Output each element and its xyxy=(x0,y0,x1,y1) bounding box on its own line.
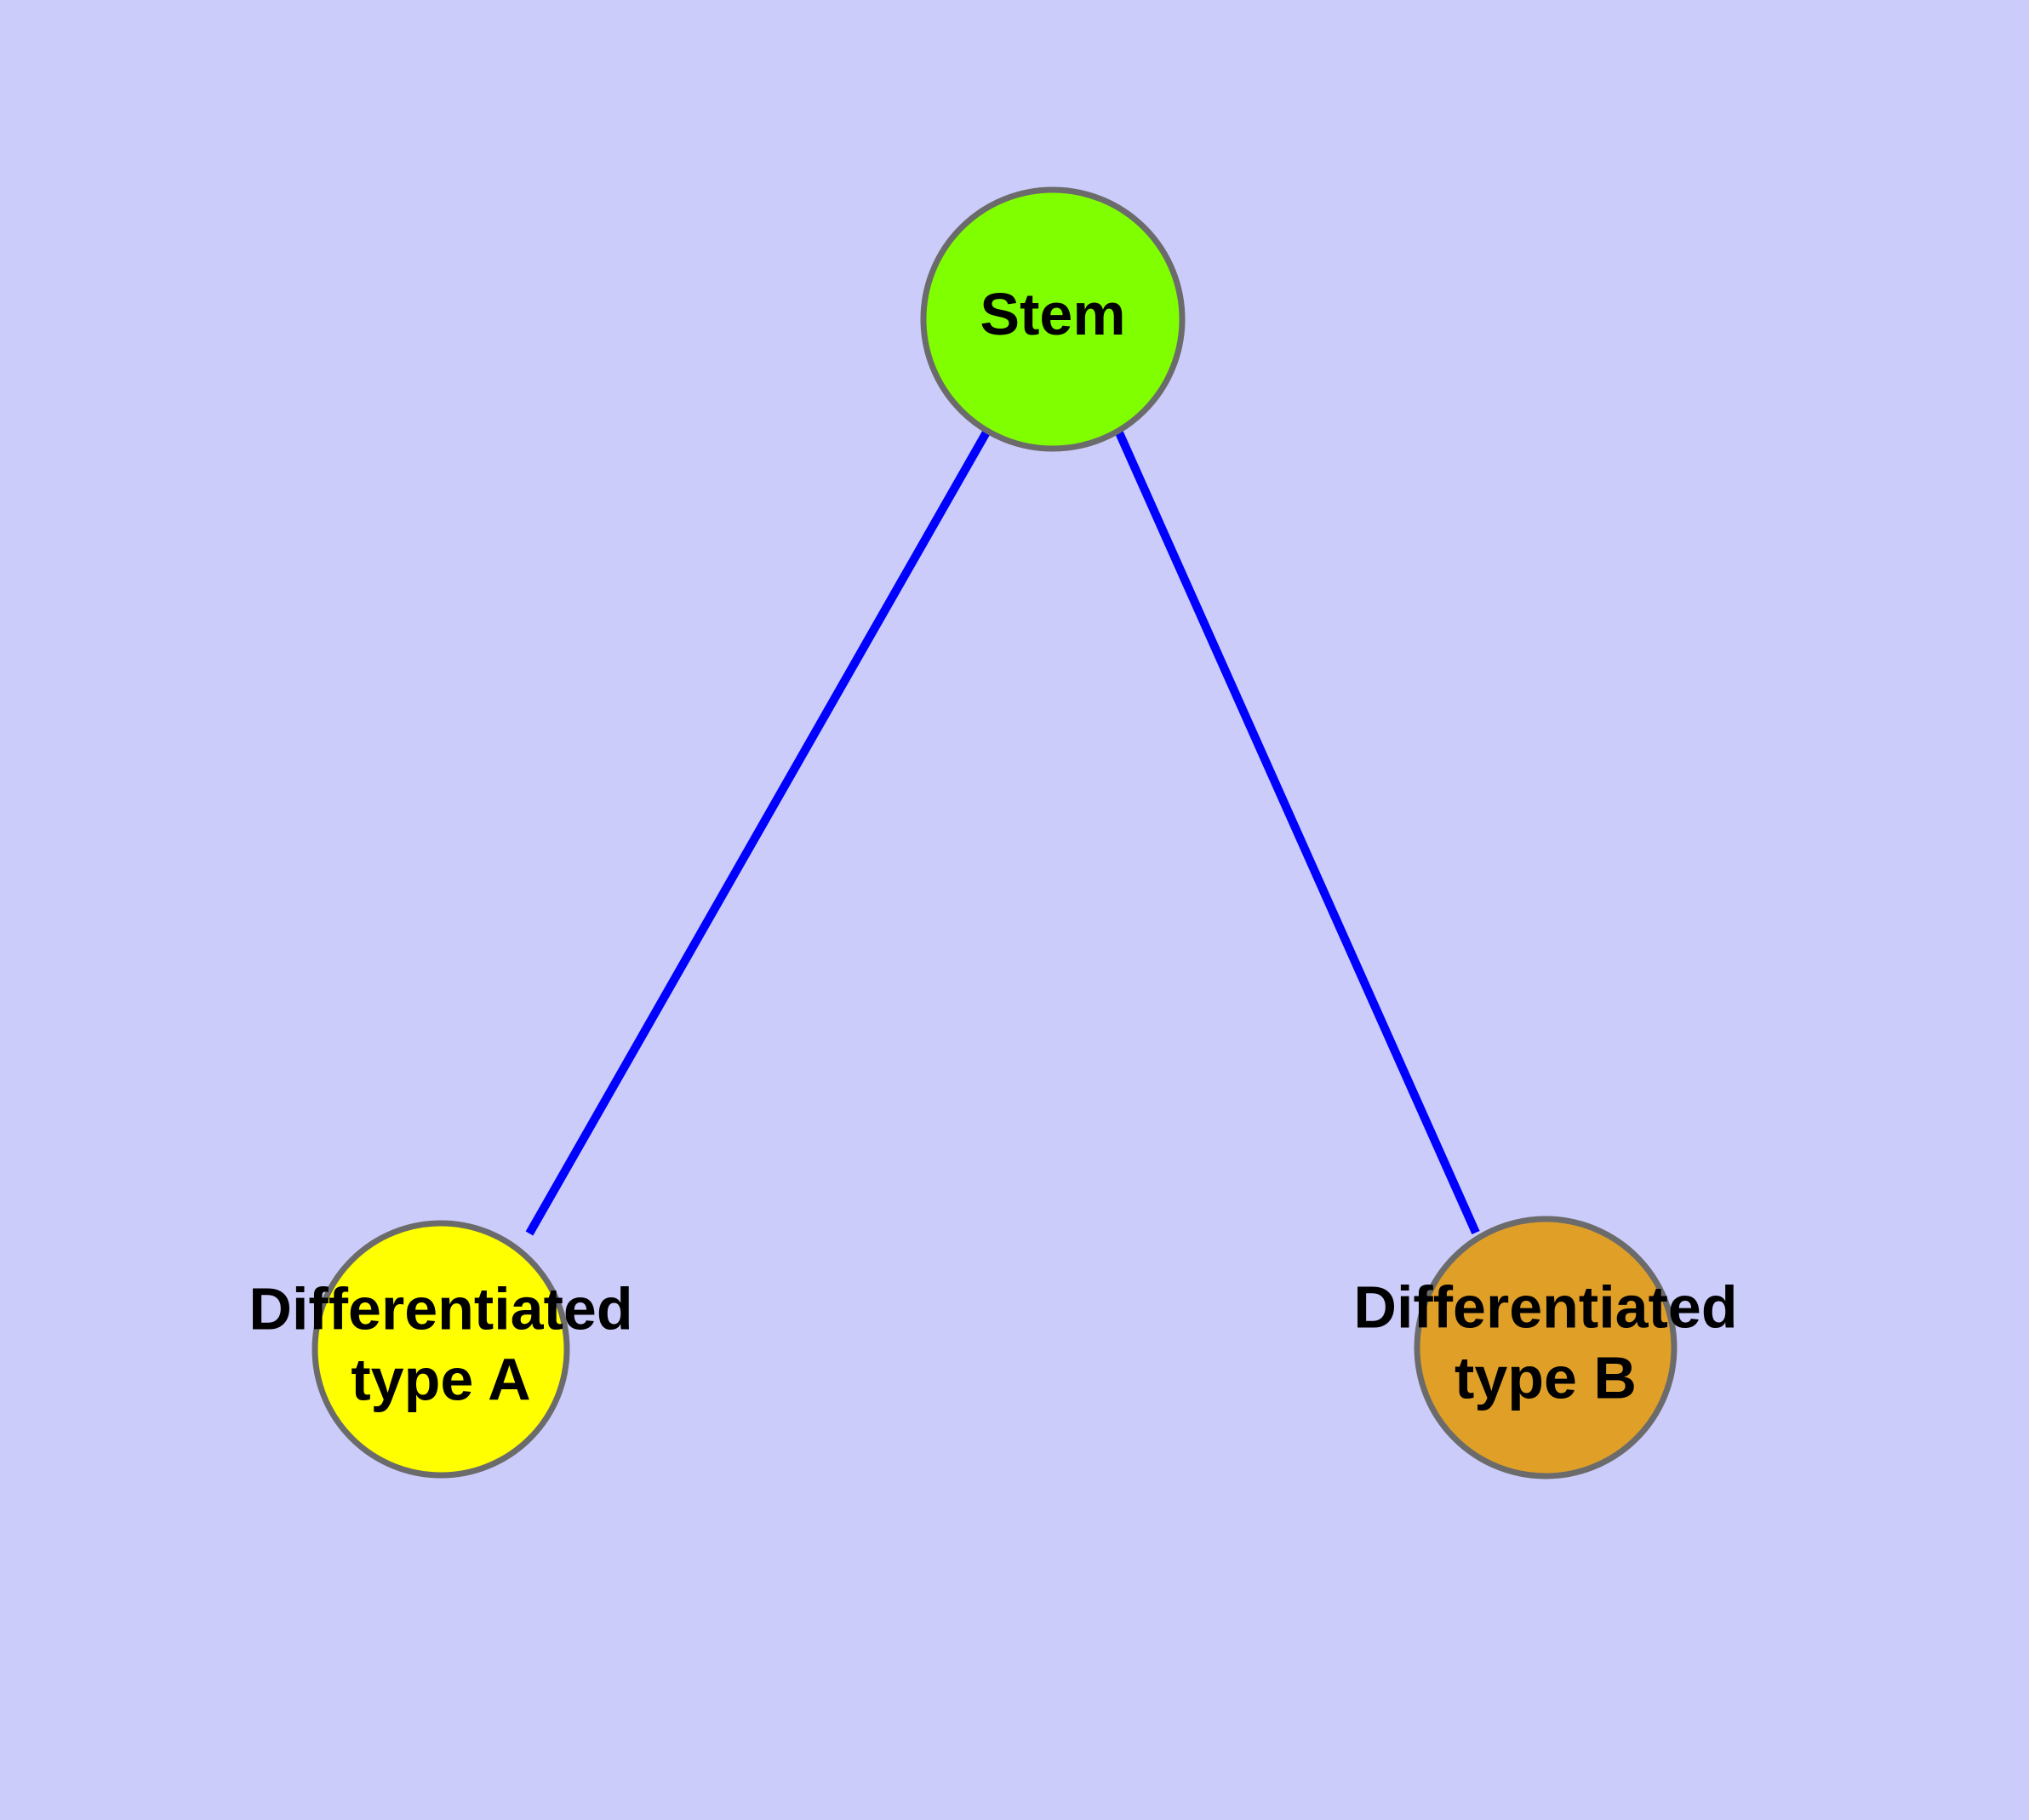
node-label-line: Differentiated xyxy=(1353,1274,1737,1341)
node-stem-label: Stem xyxy=(980,281,1125,347)
node-stem-circle[interactable] xyxy=(920,186,1186,452)
edge-stem-to-differentiated-type-a[interactable] xyxy=(525,428,992,1236)
node-label-line: Stem xyxy=(980,281,1125,347)
node-differentiated-type-b-circle[interactable] xyxy=(1414,1216,1677,1479)
node-stem[interactable]: Stem xyxy=(920,186,1186,452)
edge-stem-to-differentiated-type-b[interactable] xyxy=(1114,428,1480,1235)
node-label-line: Differentiated xyxy=(249,1276,632,1342)
node-differentiated-type-a-circle[interactable] xyxy=(311,1220,570,1479)
node-label-line: type B xyxy=(1455,1345,1637,1411)
node-label-line: type A xyxy=(351,1347,530,1413)
edges-group xyxy=(525,428,1480,1236)
